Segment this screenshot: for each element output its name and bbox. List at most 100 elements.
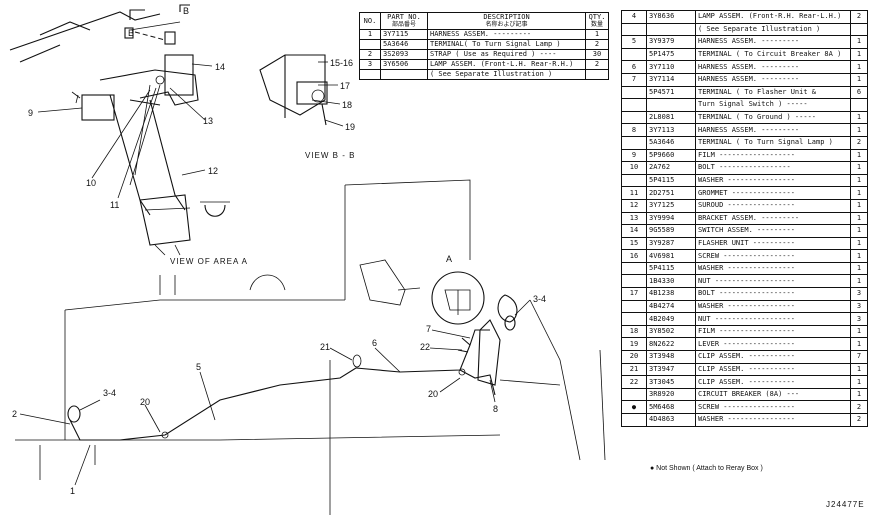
cell-qty: 1: [850, 148, 868, 163]
harness-route: [19, 299, 531, 486]
cell-qty: 1: [850, 274, 868, 289]
cell-desc: FILM ------------------: [695, 324, 851, 339]
cell-no: 9: [621, 148, 647, 163]
cell-desc: BOLT -----------------: [695, 161, 851, 175]
cell-desc: FLASHER UNIT ----------: [695, 236, 851, 251]
callout-21: 21: [320, 342, 330, 352]
cell-desc: SUROUD ----------------: [695, 198, 851, 213]
cell-qty: 1: [850, 375, 868, 389]
cell-desc: ( See Separate Illustration ): [427, 69, 586, 80]
cell-desc: GROMMET ---------------: [695, 186, 851, 200]
cell-no: 1: [359, 29, 381, 40]
cell-part-no: 5P1475: [646, 47, 696, 62]
cell-qty: [850, 22, 868, 37]
cell-qty: 2: [850, 413, 868, 427]
cell-part-no: 4D4863: [646, 413, 696, 427]
cell-part-no: 8N2622: [646, 337, 696, 352]
cell-qty: 6: [850, 85, 868, 100]
cell-no: [621, 274, 647, 289]
header-qty: QTY.数量: [585, 12, 609, 30]
cell-part-no: 3T3045: [646, 375, 696, 389]
cell-desc: CLIP ASSEM. -----------: [695, 362, 851, 377]
cell-desc: BOLT ------------------: [695, 287, 851, 301]
cell-desc: NUT -------------------: [695, 312, 851, 326]
cell-no: 18: [621, 324, 647, 339]
cell-no: [621, 413, 647, 427]
view-area-a-caption: VIEW OF AREA A: [170, 257, 248, 266]
cell-desc: SCREW -----------------: [695, 400, 851, 414]
callout-3-4-right: 3-4: [533, 294, 546, 304]
cell-desc: HARNESS ASSEM. ---------: [695, 72, 851, 87]
cell-part-no: 3Y7125: [646, 198, 696, 213]
cell-part-no: 3Y7114: [646, 72, 696, 87]
drawing-number: J24477E: [826, 500, 865, 509]
callout-17: 17: [340, 81, 350, 91]
cell-part-no: [380, 69, 428, 80]
callout-5: 5: [196, 362, 201, 372]
cell-desc: SWITCH ASSEM. ---------: [695, 224, 851, 238]
cell-no: [621, 110, 647, 125]
cell-part-no: [646, 98, 696, 112]
cell-part-no: 5P4115: [646, 173, 696, 188]
callout-8: 8: [493, 404, 498, 414]
callout-11: 11: [110, 200, 119, 210]
cell-part-no: 2L8081: [646, 110, 696, 125]
cell-part-no: 5A3646: [380, 39, 428, 50]
cell-qty: 1: [850, 324, 868, 339]
cell-no: 20: [621, 350, 647, 364]
cell-part-no: 3T3947: [646, 362, 696, 377]
cell-desc: LAMP ASSEM. (Front-R.H. Rear-L.H.): [695, 10, 851, 24]
cell-desc: FILM ------------------: [695, 148, 851, 163]
cell-no: 11: [621, 186, 647, 200]
cell-part-no: 3Y9994: [646, 211, 696, 226]
table-row: Turn Signal Switch ) -----: [621, 98, 868, 112]
cell-qty: 2: [585, 59, 609, 70]
cell-qty: 1: [850, 47, 868, 62]
cell-qty: 2: [850, 400, 868, 414]
cell-no: 8: [621, 123, 647, 137]
callout-15-16: 15-16: [330, 58, 353, 68]
cell-desc: WASHER ----------------: [695, 413, 851, 427]
cell-desc: CLIP ASSEM. -----------: [695, 350, 851, 364]
cell-part-no: 1B4330: [646, 274, 696, 289]
cell-no: 15: [621, 236, 647, 251]
callout-9: 9: [28, 108, 33, 118]
cell-desc: TERMINAL ( To Circuit Breaker 8A ): [695, 47, 851, 62]
header-no: NO.: [359, 12, 381, 30]
cell-part-no: 3T3948: [646, 350, 696, 364]
cell-qty: [585, 69, 609, 80]
table-row: ( See Separate Illustration ): [359, 69, 609, 80]
cell-part-no: 3Y7115: [380, 29, 428, 40]
cell-part-no: 5A3646: [646, 135, 696, 150]
cell-no: 19: [621, 337, 647, 352]
cell-part-no: 3Y8502: [646, 324, 696, 339]
cell-qty: 1: [850, 362, 868, 377]
cell-no: 6: [621, 60, 647, 74]
cell-part-no: 5M6468: [646, 400, 696, 414]
cell-desc: WASHER ----------------: [695, 173, 851, 188]
cell-qty: [850, 98, 868, 112]
callout-10: 10: [86, 178, 96, 188]
cell-qty: 1: [850, 60, 868, 74]
